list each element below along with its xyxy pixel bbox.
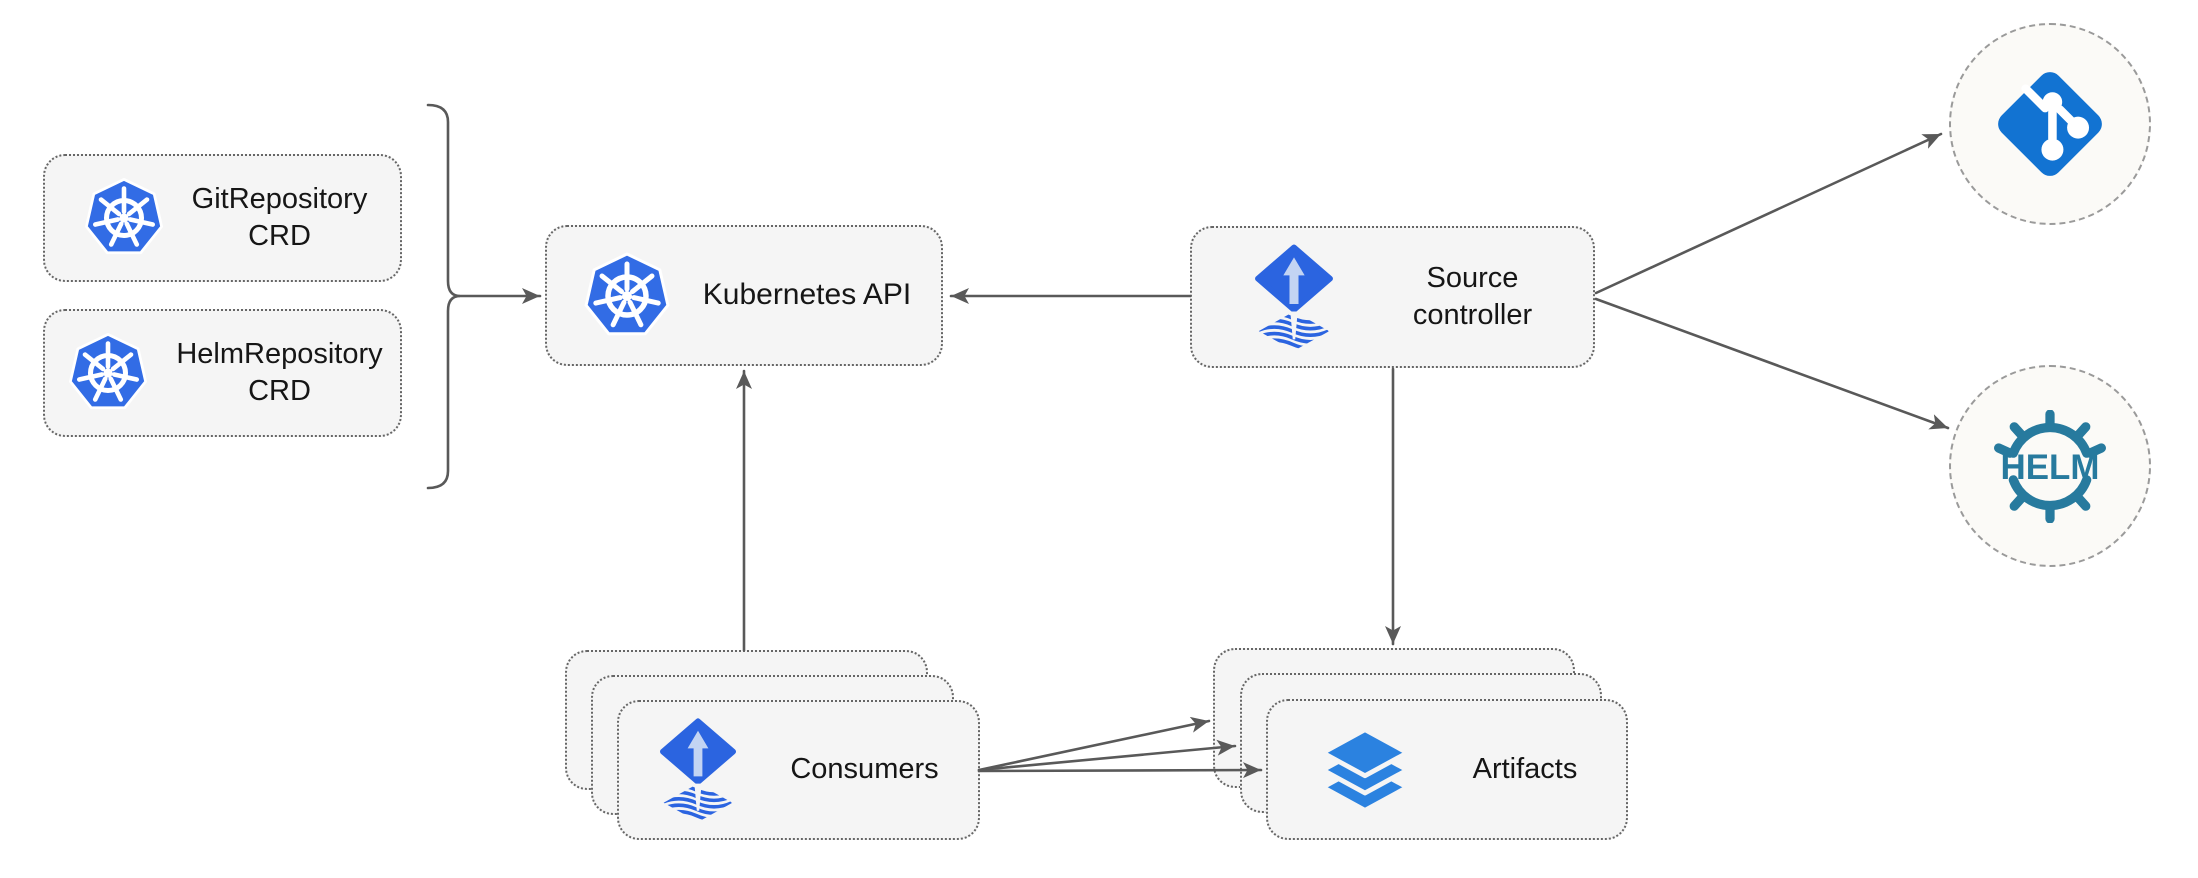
label-line-2: CRD [248,375,311,407]
kubernetes-icon [69,332,148,410]
node-label: Consumers [790,751,938,788]
node-git-repository-crd: GitRepository CRD [43,154,402,282]
crd-group-bracket [426,103,461,490]
label-line-1: HelmRepository [176,337,383,370]
git-icon [1998,72,2102,176]
node-label: HelmRepository CRD [176,336,382,410]
node-artifacts: Artifacts [1266,699,1628,840]
label-line-2: controller [1412,299,1533,331]
helm-logo-text: HELM [2001,447,2100,486]
node-label: GitRepository CRD [192,181,368,255]
node-label: Kubernetes API [703,276,911,314]
node-label: Artifacts [1473,751,1578,788]
node-source-controller: Source controller [1190,226,1595,368]
arrow-source-controller-to-helm [1594,297,1950,430]
arrow-source-controller-to-git [1594,132,1943,295]
arrow-consumers-to-artifacts-2 [977,739,1237,772]
label-line-1: Consumers [790,753,939,786]
flux-icon [660,718,737,822]
node-consumers: Consumers [617,700,980,840]
node-kubernetes-api: Kubernetes API [545,225,943,366]
arrow-consumers-to-artifacts-1 [977,716,1211,772]
node-label: Source controller [1413,260,1532,334]
label-line-2: CRD [248,220,311,252]
node-helm-repository-crd: HelmRepository CRD [43,309,402,437]
flux-icon [1254,244,1333,350]
kubernetes-icon [584,252,670,335]
label-line-1: GitRepository [191,182,368,215]
helm-icon: HELM [1994,409,2106,523]
layers-icon [1319,726,1410,813]
label-line-1: Kubernetes API [702,278,912,312]
label-line-1: Source [1426,261,1519,294]
label-line-1: Artifacts [1472,752,1578,785]
node-git-endpoint [1949,23,2151,225]
kubernetes-icon [84,177,163,255]
node-helm-endpoint: HELM [1949,365,2151,567]
